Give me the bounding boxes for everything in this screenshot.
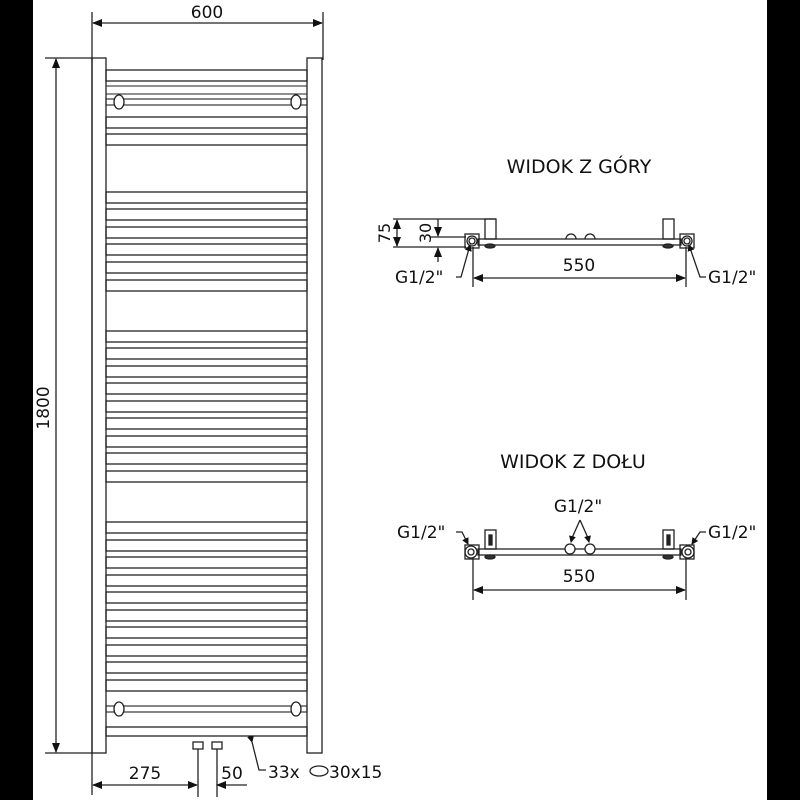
bracket-left [484, 529, 497, 550]
bracket-right [662, 218, 675, 240]
center-leader [579, 519, 591, 543]
left-leader [456, 531, 469, 545]
tube-spec-leader [247, 735, 266, 771]
mount-foot [662, 243, 674, 249]
bracket-slot [666, 534, 671, 546]
center-inlet-right [584, 543, 596, 555]
bracket-right [662, 529, 675, 550]
bar-group-1 [105, 69, 308, 146]
right-connection [681, 545, 695, 559]
top-span-label: 550 [563, 256, 595, 276]
bottom-span-label: 550 [563, 567, 595, 587]
oval-tube-icon [309, 765, 329, 777]
right-collector [306, 57, 323, 754]
bottom-view-title: WIDOK Z DOŁU [500, 451, 646, 473]
bracket-left [484, 218, 497, 240]
mount-foot [484, 243, 496, 249]
top-connection-right-label: G1/2" [708, 268, 756, 288]
bracket-slot [488, 534, 493, 546]
left-connection [464, 545, 478, 559]
left-connection [466, 235, 478, 247]
inlet-arc [565, 233, 577, 240]
left-leader [456, 244, 472, 278]
bottom-connection-right-label: G1/2" [708, 523, 756, 543]
inlet-arc [584, 233, 596, 240]
width-dim-label: 600 [191, 3, 223, 23]
towel-rail-top [105, 94, 308, 110]
tube-size-label: 30x15 [329, 763, 382, 783]
mount-foot [484, 554, 496, 560]
bottom-connection-center-label: G1/2" [554, 497, 602, 517]
bar-group-2 [105, 191, 308, 292]
bottom-view [456, 519, 706, 600]
right-connection [681, 235, 693, 247]
right-end-cap [679, 233, 695, 249]
center-leader [569, 519, 581, 543]
top-view [393, 218, 706, 287]
inlet-spacing-label: 50 [221, 764, 243, 784]
towel-rail-bottom [105, 701, 308, 717]
height-dim-label: 1800 [34, 386, 54, 429]
bar-group-3 [105, 330, 308, 483]
top-view-title: WIDOK Z GÓRY [507, 154, 652, 178]
inlet-offset-label: 275 [129, 764, 161, 784]
bottom-rail [477, 548, 682, 556]
center-inlet-left [564, 543, 576, 555]
right-leader [691, 531, 706, 545]
offset-dim-label: 30 [416, 223, 435, 243]
front-view [45, 12, 329, 797]
bar-group-4 [105, 521, 308, 737]
inlet-right [211, 741, 223, 750]
drawing-canvas [33, 0, 767, 800]
left-end-cap [464, 233, 480, 249]
left-collector [91, 57, 107, 754]
right-leader [687, 244, 706, 278]
bottom-connection-left-label: G1/2" [397, 523, 445, 543]
top-connection-left-label: G1/2" [395, 268, 443, 288]
inlet-left [192, 741, 204, 750]
top-rail [477, 238, 682, 246]
depth-dim-label: 75 [375, 223, 394, 243]
tube-count-label: 33x [268, 763, 300, 783]
mount-foot [662, 554, 674, 560]
